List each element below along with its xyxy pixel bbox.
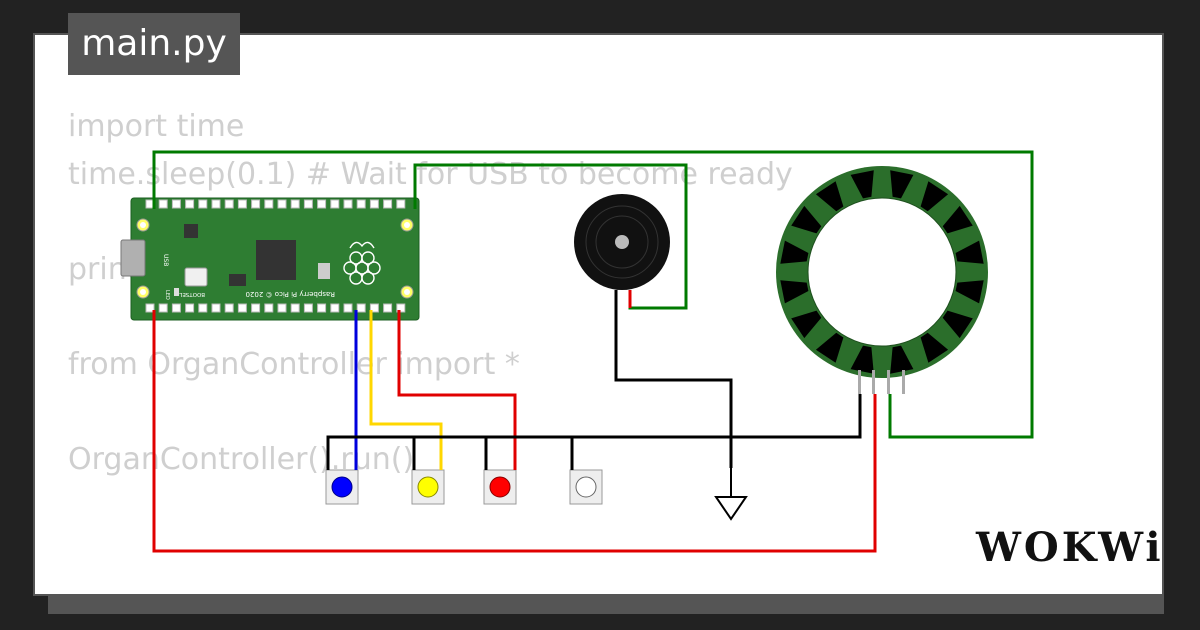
bootsel-button[interactable]	[184, 267, 208, 287]
pin	[383, 199, 393, 209]
piezo-buzzer[interactable]	[574, 194, 670, 290]
pin	[277, 199, 287, 209]
pin	[171, 199, 181, 209]
pushbutton-yellow[interactable]	[411, 469, 445, 505]
pin	[343, 303, 353, 313]
ground-symbol-icon	[714, 468, 748, 521]
rp2040-chip	[256, 240, 296, 280]
pushbutton-red[interactable]	[483, 469, 517, 505]
pi-pico-board[interactable]: USB BOOTSEL LED Raspberry Pi Pico © 2020	[120, 197, 420, 321]
pin	[198, 199, 208, 209]
usb-connector	[120, 239, 146, 277]
pin	[383, 303, 393, 313]
pin	[290, 303, 300, 313]
pin	[264, 303, 274, 313]
neopixel-led	[850, 170, 874, 199]
pin	[396, 303, 406, 313]
pin	[171, 303, 181, 313]
led-label: LED	[164, 290, 170, 300]
pin	[277, 303, 287, 313]
pin	[369, 303, 379, 313]
flash-chip	[184, 224, 198, 238]
wokwi-logo: WOKWi	[976, 524, 1164, 571]
pushbutton-white[interactable]	[569, 469, 603, 505]
mount-hole	[140, 289, 146, 295]
wire-black-ground-bus	[326, 394, 862, 470]
mount-hole	[140, 222, 146, 228]
pin	[251, 199, 261, 209]
pin	[317, 303, 327, 313]
pin	[211, 199, 221, 209]
pin	[237, 303, 247, 313]
pin	[317, 199, 327, 209]
pin	[330, 303, 340, 313]
code-line: from OrganController import *	[68, 346, 520, 382]
pin	[158, 303, 168, 313]
wire-yellow-button	[369, 310, 443, 470]
pin	[198, 303, 208, 313]
small-chip	[229, 274, 246, 286]
pin	[303, 199, 313, 209]
pin-header-bottom	[145, 303, 406, 313]
pin	[224, 199, 234, 209]
pin	[356, 303, 366, 313]
pin-header-top	[145, 199, 406, 209]
onboard-led	[174, 288, 179, 296]
neopixel-led	[890, 170, 914, 199]
neopixel-led	[815, 332, 844, 363]
button-cap-blue	[331, 476, 353, 498]
neopixel-led	[942, 310, 973, 339]
raspberry-logo-icon	[343, 241, 381, 285]
button-cap-red	[489, 476, 511, 498]
pin	[211, 303, 221, 313]
neopixel-led	[942, 205, 973, 234]
pin	[185, 303, 195, 313]
mount-hole	[404, 222, 410, 228]
pin	[145, 303, 155, 313]
file-tab-main-py[interactable]: main.py	[68, 13, 240, 75]
pin	[396, 199, 406, 209]
neopixel-led	[920, 181, 949, 212]
usb-label: USB	[162, 254, 169, 266]
crystal	[318, 263, 330, 279]
button-cap-white	[575, 476, 597, 498]
pin	[251, 303, 261, 313]
pin	[343, 199, 353, 209]
wire-black-buzzer-ground	[614, 290, 733, 468]
button-cap-yellow	[417, 476, 439, 498]
pin	[224, 303, 234, 313]
pin	[290, 199, 300, 209]
board-silkscreen: Raspberry Pi Pico © 2020	[246, 290, 336, 298]
pin	[237, 199, 247, 209]
pin	[330, 199, 340, 209]
code-line: time.sleep(0.1) # Wait for USB to become…	[68, 156, 793, 192]
code-line: import time	[68, 109, 245, 144]
pin	[185, 199, 195, 209]
neopixel-led	[780, 240, 809, 264]
pin	[264, 199, 274, 209]
neopixel-led	[955, 280, 984, 304]
neopixel-led	[850, 345, 874, 374]
neopixel-ring[interactable]	[776, 166, 988, 378]
pin	[369, 199, 379, 209]
neopixel-led	[791, 205, 822, 234]
wire-red-button	[397, 310, 517, 470]
neopixel-led	[780, 280, 809, 304]
pin	[356, 199, 366, 209]
wire-red-ring-data	[152, 310, 877, 553]
pushbutton-blue[interactable]	[325, 469, 359, 505]
neopixel-led	[890, 345, 914, 374]
neopixel-led	[815, 181, 844, 212]
neopixel-ring-pins	[858, 370, 905, 394]
mount-hole	[404, 289, 410, 295]
wire-green-ring-power	[152, 150, 1034, 439]
bootsel-label: BOOTSEL	[178, 291, 205, 297]
neopixel-led	[955, 240, 984, 264]
pin	[303, 303, 313, 313]
pin	[158, 199, 168, 209]
neopixel-led	[920, 332, 949, 363]
neopixel-led	[791, 310, 822, 339]
